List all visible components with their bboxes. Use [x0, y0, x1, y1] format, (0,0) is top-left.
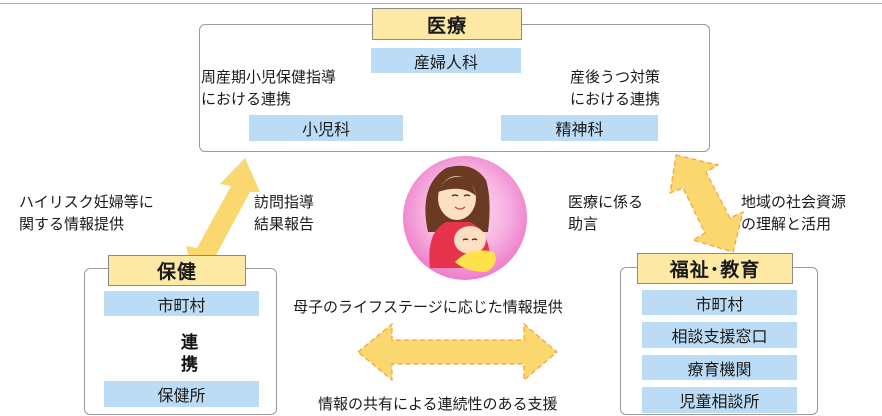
- cooperation-label-1: 連: [181, 333, 198, 353]
- continuous-support: 情報の共有による連続性のある支援: [318, 395, 558, 413]
- perinatal-note-line1: 周産期小児保健指導: [201, 68, 337, 86]
- medical-advice-line2: 助言: [568, 215, 599, 233]
- obgyn-box: 産婦人科: [371, 48, 521, 73]
- health-center-box: 保健所: [104, 381, 259, 407]
- medical-title: 医療: [372, 8, 522, 40]
- welfare-item-therapy: 療育機関: [642, 355, 797, 380]
- cooperation-label-2: 携: [181, 355, 198, 375]
- right-double-arrow: [669, 154, 744, 253]
- top-rule: [0, 3, 882, 4]
- visit-report-line2: 結果報告: [254, 215, 315, 233]
- pediatrics-box: 小児科: [249, 115, 403, 141]
- welfare-title: 福祉･教育: [637, 253, 793, 284]
- perinatal-note-line2: における連携: [201, 90, 292, 108]
- health-title: 保健: [108, 255, 246, 286]
- highrisk-info-line2: 関する情報提供: [19, 215, 125, 233]
- mother-baby-illustration: [403, 156, 527, 280]
- visit-report-line1: 訪問指導: [254, 193, 315, 211]
- psychiatry-box: 精神科: [501, 115, 658, 141]
- welfare-item-child-guidance: 児童相談所: [642, 387, 797, 413]
- health-municipality-box: 市町村: [104, 291, 259, 316]
- highrisk-info-line1: ハイリスク妊婦等に: [19, 193, 154, 211]
- medical-advice-line1: 医療に係る: [568, 193, 644, 211]
- center-double-arrow: [357, 322, 558, 382]
- postpartum-note-line2: における連携: [570, 90, 661, 108]
- lifestage-info: 母子のライフステージに応じた情報提供: [293, 298, 563, 316]
- community-resources-line2: の理解と活用: [741, 215, 832, 233]
- postpartum-note-line1: 産後うつ対策: [570, 68, 661, 86]
- welfare-item-consultation: 相談支援窓口: [642, 322, 797, 348]
- welfare-item-municipality: 市町村: [642, 290, 797, 315]
- community-resources-line1: 地域の社会資源: [741, 193, 847, 211]
